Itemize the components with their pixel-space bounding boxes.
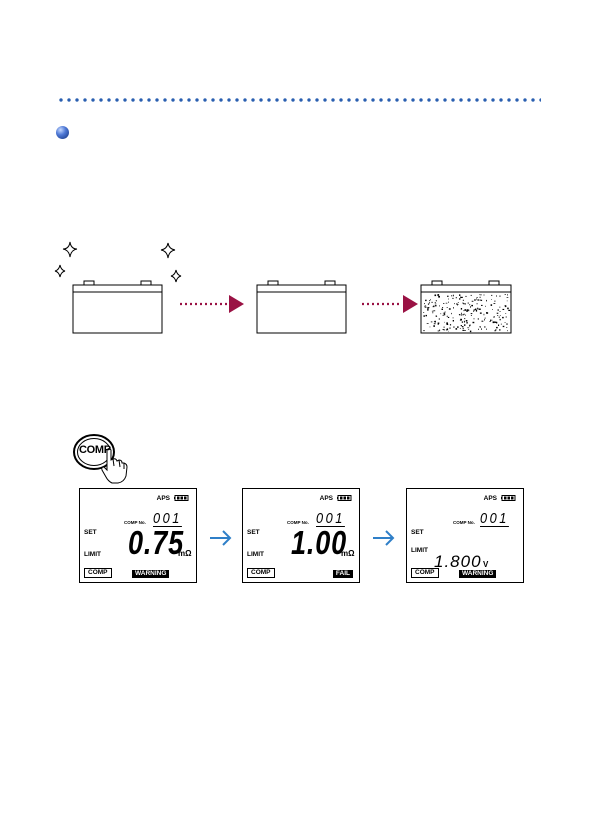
battery-icon — [257, 281, 346, 333]
sparkle-icon — [55, 242, 181, 282]
reading-unit: mΩ — [178, 549, 192, 558]
reading-value: 1.800 — [434, 553, 482, 570]
lcd-display-3: APS SET LIMIT COMP No. 001 1.800 V COMP … — [406, 488, 524, 583]
set-label: SET — [411, 529, 424, 536]
next-state-arrow — [372, 530, 396, 546]
battery-icon — [73, 281, 162, 333]
reading-unit: V — [483, 560, 488, 569]
status-badge: FAIL — [333, 570, 353, 578]
status-badge: WARNING — [459, 570, 496, 578]
battery-level-icon — [174, 495, 189, 501]
next-state-arrow — [209, 530, 233, 546]
comp-indicator: COMP — [411, 568, 439, 578]
comp-button-label: COMP — [79, 444, 111, 456]
aps-indicator: APS — [157, 495, 170, 502]
comp-indicator: COMP — [247, 568, 275, 578]
battery-level-icon — [337, 495, 352, 501]
set-label: SET — [84, 529, 97, 536]
comp-no-label: COMP No. — [453, 520, 475, 525]
set-label: SET — [247, 529, 260, 536]
aps-indicator: APS — [320, 495, 333, 502]
limit-label: LIMIT — [84, 551, 101, 558]
reading-unit: mΩ — [341, 549, 355, 558]
limit-label: LIMIT — [411, 547, 428, 554]
limit-label: LIMIT — [247, 551, 264, 558]
reading-value: 0.75 — [128, 526, 184, 559]
lcd-display-1: APS SET LIMIT COMP No. 001 0.75 mΩ COMP … — [79, 488, 197, 583]
dotted-arrow — [362, 295, 418, 313]
reading-value: 1.00 — [291, 526, 347, 559]
lcd-display-2: APS SET LIMIT COMP No. 001 1.00 mΩ COMP … — [242, 488, 360, 583]
aps-indicator: APS — [484, 495, 497, 502]
comp-indicator: COMP — [84, 568, 112, 578]
battery-level-icon — [501, 495, 516, 501]
comp-no-value: 001 — [480, 511, 509, 527]
comp-button-press — [70, 432, 150, 492]
dotted-arrow — [180, 295, 244, 313]
status-badge: WARNING — [132, 570, 169, 578]
